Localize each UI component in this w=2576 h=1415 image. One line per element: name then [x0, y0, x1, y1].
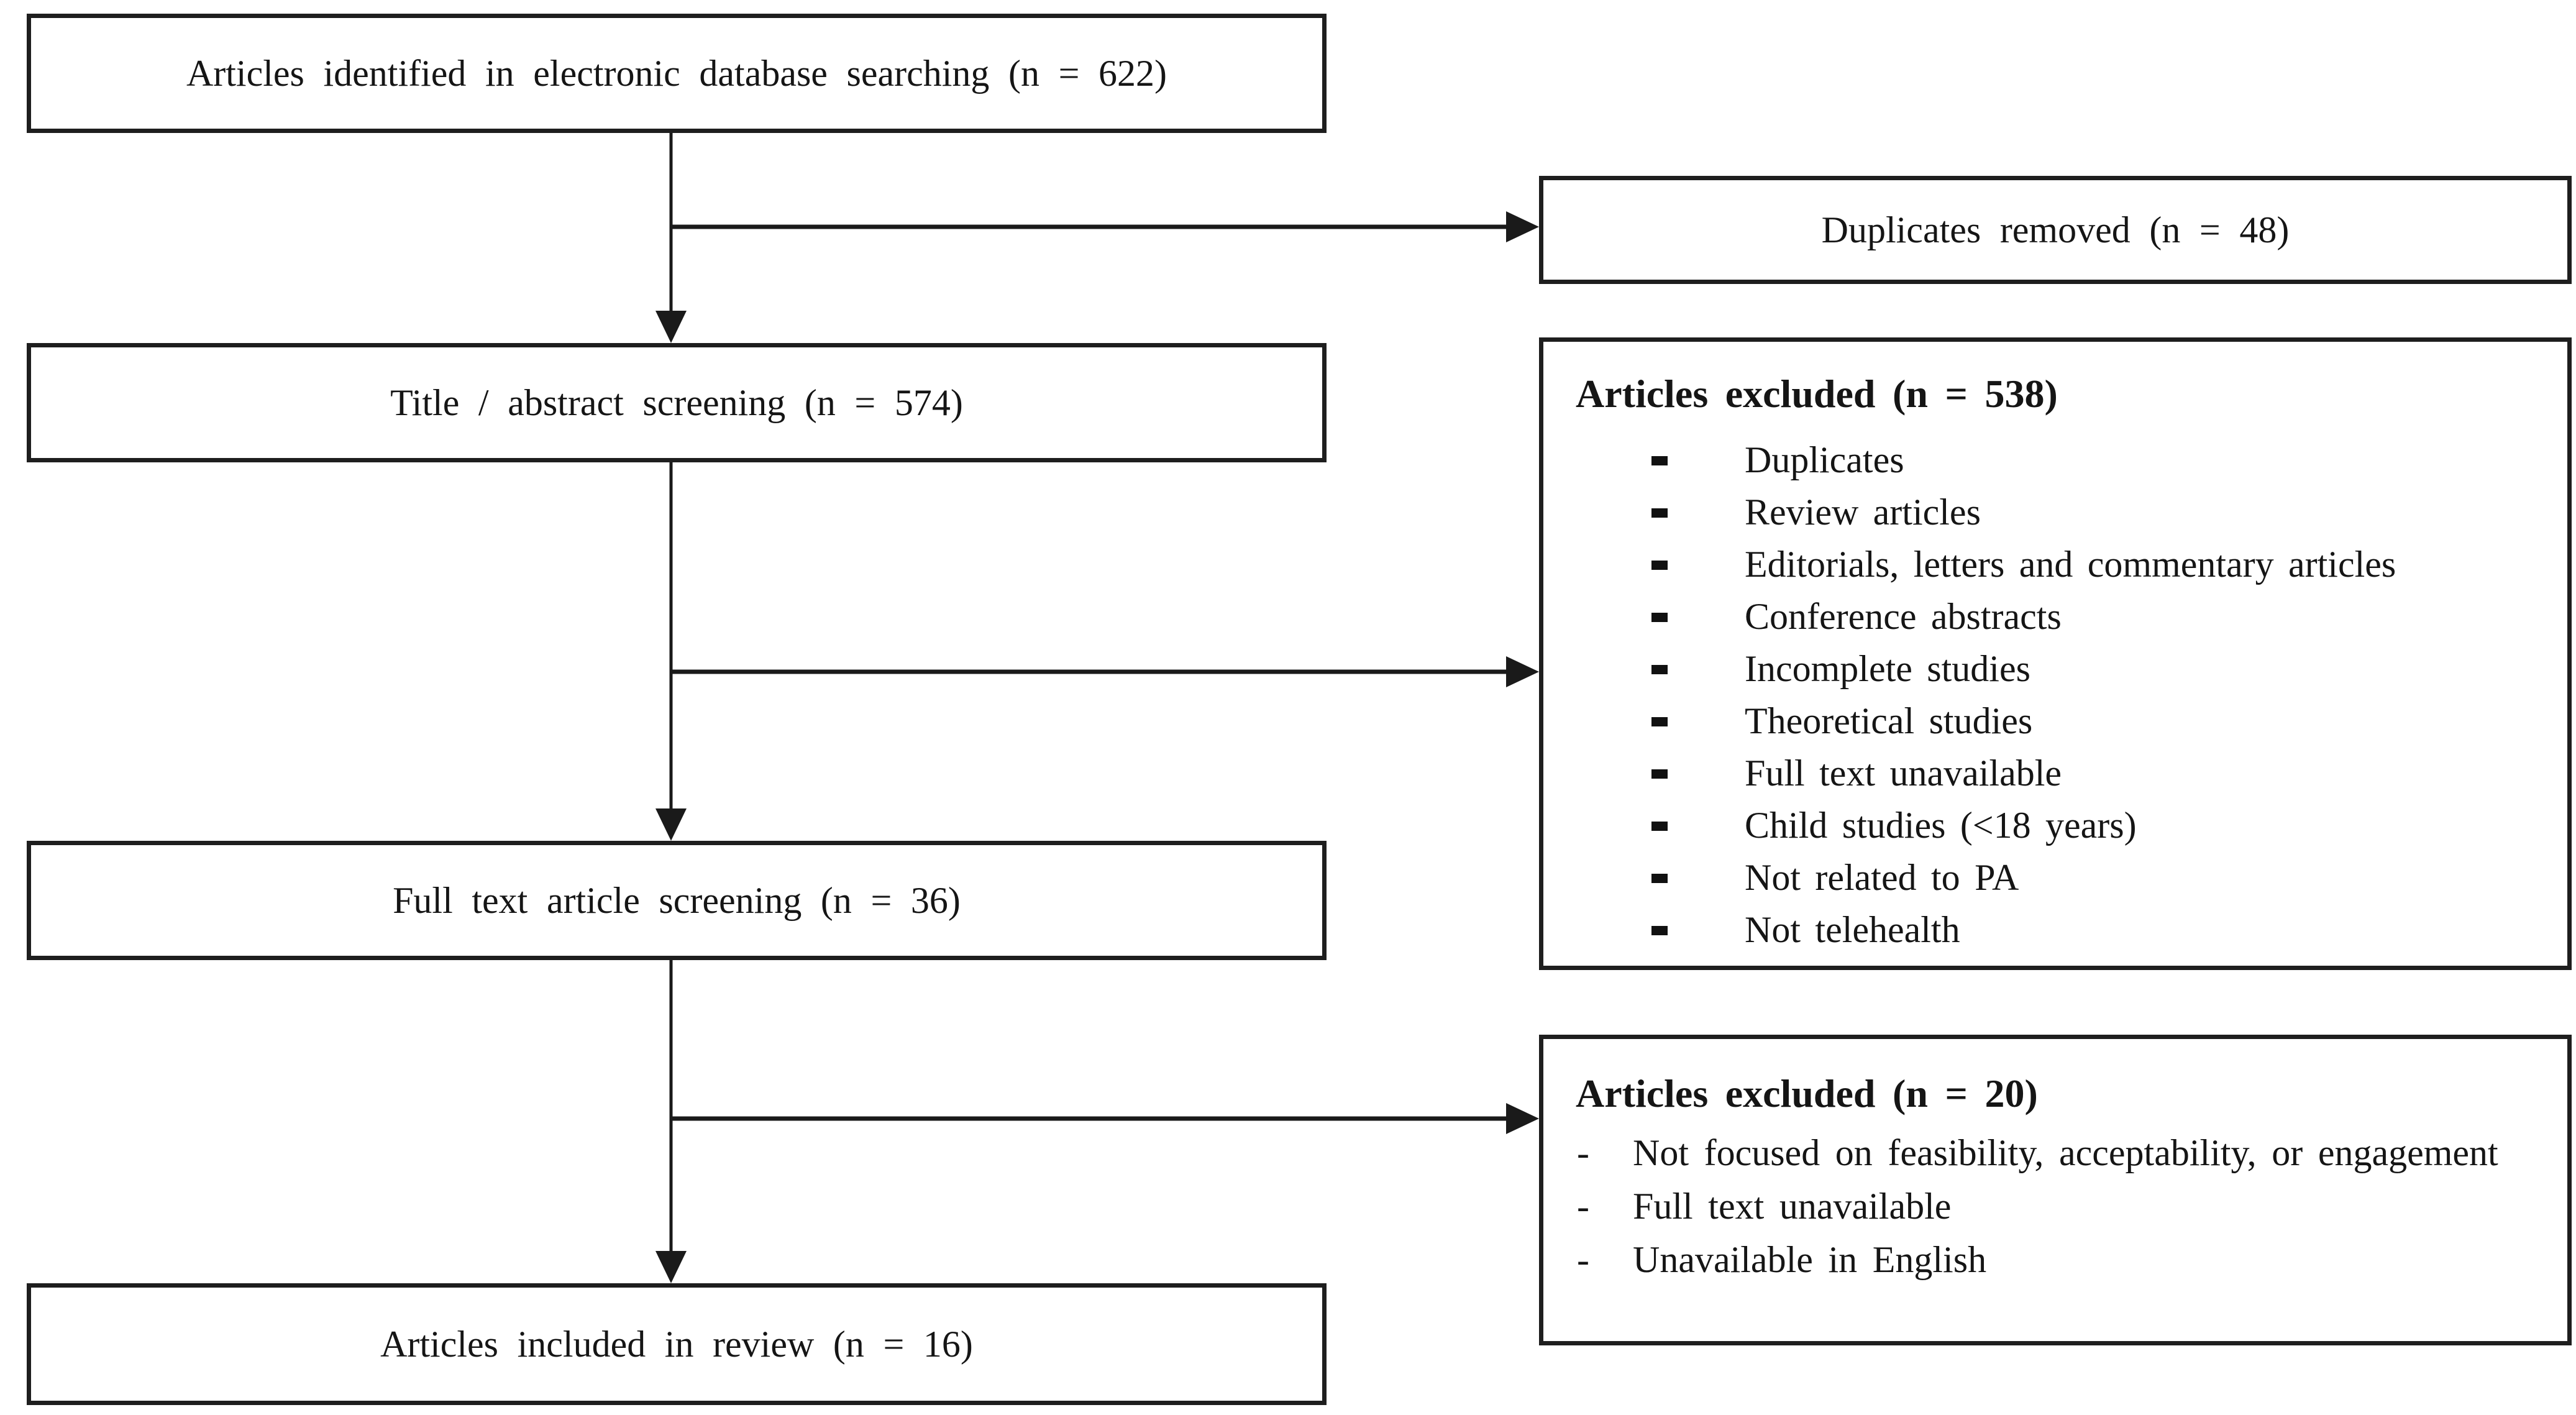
excluded538-reason-text: Editorials, letters and commentary artic… [1745, 544, 2396, 585]
excluded20-reason-item: - Not focused on feasibility, acceptabili… [1576, 1126, 2542, 1179]
flow-box-identified: Articles identified in electronic databa… [27, 14, 1327, 133]
excluded538-reason-item: Not related to PA [1576, 851, 2549, 904]
excluded20-reason-text: Full text unavailable [1633, 1186, 1952, 1227]
arrowhead-into-excluded538-icon [1506, 656, 1539, 687]
flow-box-included: Articles included in review (n = 16) [27, 1283, 1327, 1405]
dash-bullet-icon: - [1577, 1186, 1589, 1227]
dash-bullet-icon: - [1577, 1132, 1589, 1173]
excluded538-reason-item: Not telehealth [1576, 904, 2549, 956]
dash-bullet-icon [1651, 561, 1668, 570]
excluded538-reason-text: Incomplete studies [1745, 648, 2030, 689]
arrowhead-into-excluded20-icon [1506, 1103, 1539, 1134]
arrowhead-into-duplicates-icon [1506, 211, 1539, 242]
excluded538-reason-text: Theoretical studies [1745, 700, 2033, 741]
side-box-duplicates-removed: Duplicates removed (n = 48) [1539, 176, 2572, 284]
flow-box-title-abstract-screening: Title / abstract screening (n = 574) [27, 343, 1327, 462]
excluded538-reason-text: Not related to PA [1745, 857, 2019, 898]
flow-box-fulltext-label: Full text article screening (n = 36) [393, 879, 961, 921]
excluded538-reason-text: Conference abstracts [1745, 596, 2062, 637]
dash-bullet-icon [1651, 665, 1668, 674]
excluded538-reason-item: Review articles [1576, 486, 2549, 538]
dash-bullet-icon [1651, 769, 1668, 779]
flow-box-screening-label: Title / abstract screening (n = 574) [390, 382, 963, 423]
dash-bullet-icon [1651, 613, 1668, 622]
excluded20-reason-item: - Unavailable in English [1576, 1233, 2542, 1286]
side-box-excluded-full-text: Articles excluded (n = 20) - Not focused … [1539, 1035, 2572, 1345]
excluded538-reason-item: Duplicates [1576, 434, 2549, 486]
dash-bullet-icon [1651, 874, 1668, 883]
flow-box-full-text-screening: Full text article screening (n = 36) [27, 841, 1327, 960]
dash-bullet-icon [1651, 456, 1668, 465]
excluded20-title: Articles excluded (n = 20) [1576, 1071, 2038, 1115]
dash-bullet-icon [1651, 926, 1668, 935]
excluded538-reason-item: Theoretical studies [1576, 695, 2549, 747]
excluded20-reason-list: - Not focused on feasibility, acceptabili… [1576, 1126, 2542, 1286]
excluded538-reason-item: Child studies (<18 years) [1576, 799, 2549, 851]
excluded538-reason-text: Child studies (<18 years) [1745, 805, 2137, 846]
excluded538-title: Articles excluded (n = 538) [1576, 372, 2058, 416]
excluded20-reason-text: Not focused on feasibility, acceptabilit… [1633, 1132, 2498, 1173]
excluded538-reason-text: Full text unavailable [1745, 753, 2062, 794]
side-box-excluded-title-abstract: Articles excluded (n = 538) Duplicates R… [1539, 337, 2572, 970]
dash-bullet-icon: - [1577, 1239, 1589, 1280]
excluded538-reason-text: Review articles [1745, 492, 1981, 533]
arrowhead-into-fulltext-icon [655, 808, 687, 841]
excluded20-reason-text: Unavailable in English [1633, 1239, 1987, 1280]
arrowhead-into-included-icon [655, 1251, 687, 1283]
excluded20-reason-item: - Full text unavailable [1576, 1179, 2542, 1233]
excluded538-reason-item: Editorials, letters and commentary artic… [1576, 538, 2549, 590]
excluded538-reason-text: Duplicates [1745, 439, 1904, 480]
dash-bullet-icon [1651, 508, 1668, 518]
excluded538-reason-text: Not telehealth [1745, 909, 1960, 950]
dash-bullet-icon [1651, 822, 1668, 831]
dash-bullet-icon [1651, 717, 1668, 726]
excluded538-reason-item: Incomplete studies [1576, 643, 2549, 695]
excluded538-reason-item: Conference abstracts [1576, 590, 2549, 643]
flow-box-included-label: Articles included in review (n = 16) [380, 1323, 973, 1365]
duplicates-removed-label: Duplicates removed (n = 48) [1821, 209, 2290, 250]
flow-box-identified-label: Articles identified in electronic databa… [186, 52, 1167, 94]
excluded538-reason-item: Full text unavailable [1576, 747, 2549, 799]
excluded538-reason-list: Duplicates Review articles Editorials, l… [1576, 434, 2549, 956]
arrowhead-into-screening-icon [655, 311, 687, 343]
